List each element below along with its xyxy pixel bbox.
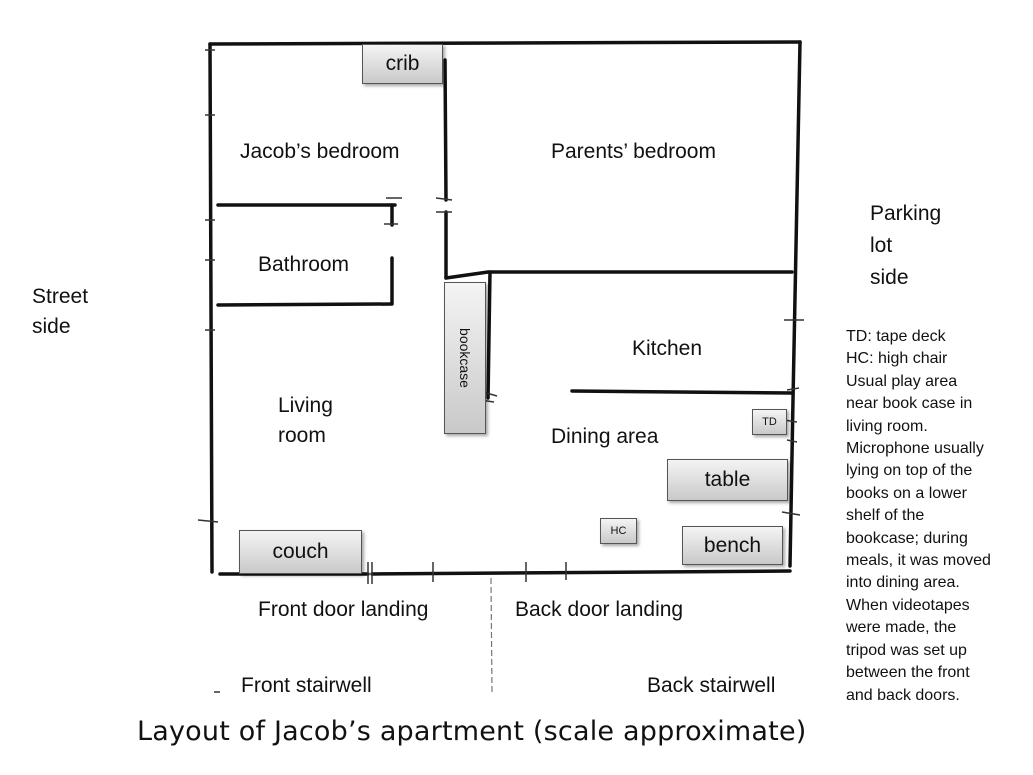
bench: bench: [682, 526, 783, 565]
note-line: bookcase; during: [846, 529, 968, 547]
note-line: shelf of the: [846, 507, 925, 525]
note-line: into dining area.: [846, 574, 960, 592]
room-kitchen: Kitchen: [632, 337, 703, 360]
note-line: were made, the: [846, 619, 957, 637]
wall-right: [788, 40, 802, 568]
tape-deck: TD: [752, 409, 787, 435]
note-line: meals, it was moved: [846, 552, 991, 570]
street-side-label: Street side: [32, 285, 89, 338]
note-line: HC: high chair: [846, 350, 948, 368]
note-line: lying on top of the: [846, 462, 973, 480]
table: table: [667, 459, 788, 501]
front-door-landing-label: Front door landing: [258, 598, 429, 621]
high-chair: HC: [600, 518, 637, 544]
note-line: tripod was set up: [846, 641, 967, 659]
note-line: and back doors.: [846, 686, 960, 704]
crib: crib: [362, 44, 443, 84]
diagram-title: Layout of Jacob’s apartment (scale appro…: [137, 716, 807, 747]
note-line: books on a lower: [846, 484, 967, 502]
couch: couch: [239, 530, 362, 574]
room-dining-area: Dining area: [551, 425, 659, 448]
note-line: between the front: [846, 664, 970, 682]
wall-bathroom-bottom: [216, 302, 394, 307]
wall-top: [208, 40, 802, 46]
note-line: TD: tape deck: [846, 328, 946, 345]
room-jacobs-bedroom: Jacob’s bedroom: [240, 140, 400, 163]
room-living-room: Living room: [278, 394, 333, 447]
note-line: Usual play area: [846, 372, 958, 390]
wall-kitchen-left: [486, 270, 492, 400]
door-landing-divider: [490, 577, 493, 693]
note-line: Microphone usually: [846, 440, 984, 458]
room-bathroom: Bathroom: [258, 253, 350, 276]
parking-lot-side-label: Parking lot side: [870, 202, 942, 289]
note-line: When videotapes: [846, 596, 970, 614]
note-line: near book case in: [846, 395, 973, 413]
wall-kitchen-dining: [570, 389, 794, 395]
note-line: living room.: [846, 417, 928, 435]
wall-left: [208, 42, 214, 574]
wall-bottom: [218, 569, 792, 576]
front-stairwell-label: Front stairwell: [241, 674, 372, 697]
back-stairwell-label: Back stairwell: [647, 674, 776, 697]
bookcase: bookcase: [444, 282, 486, 434]
room-parents-bedroom: Parents’ bedroom: [551, 140, 716, 163]
back-door-landing-label: Back door landing: [515, 598, 684, 621]
wall-parents-bottom: [444, 270, 794, 280]
wall-bedroom-divider: [443, 58, 448, 202]
